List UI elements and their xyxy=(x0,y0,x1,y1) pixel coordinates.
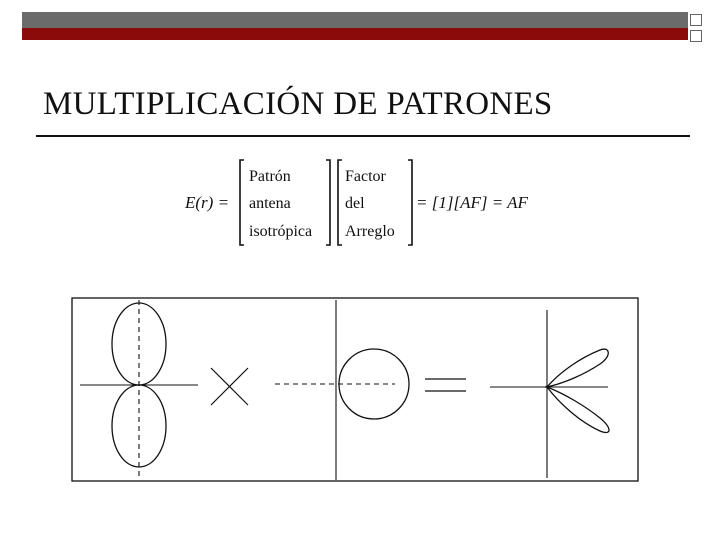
times-operator-icon xyxy=(210,367,249,406)
slide-title: MULTIPLICACIÓN DE PATRONES xyxy=(43,86,553,122)
array-lower-lobe xyxy=(545,385,610,434)
corner-square-bottom-icon xyxy=(690,30,702,42)
isotropic-pattern-panel xyxy=(275,300,410,480)
dipole-pattern-panel xyxy=(80,300,198,480)
isotropic-circle xyxy=(338,348,410,420)
diagram-frame xyxy=(71,297,639,482)
title-underline xyxy=(36,135,690,137)
top-decorative-bar xyxy=(22,10,688,40)
equals-operator-icon xyxy=(425,378,466,392)
top-bar-red-strip xyxy=(22,28,688,40)
dipole-lower-lobe xyxy=(111,384,167,468)
top-bar-grey-strip xyxy=(22,12,688,28)
corner-square-top-icon xyxy=(690,14,702,26)
array-upper-lobe xyxy=(545,348,609,389)
array-pattern-panel xyxy=(490,310,610,478)
